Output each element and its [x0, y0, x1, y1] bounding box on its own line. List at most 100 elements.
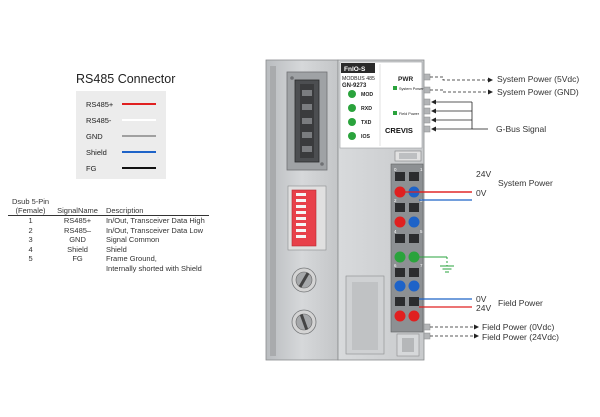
cell-pin: 3 [28, 235, 33, 245]
terminal-number: 6 [394, 263, 397, 268]
cell-pin: 2 [28, 225, 33, 235]
cell-signal: RS485– [63, 225, 92, 235]
line-system-power-gnd [430, 89, 488, 93]
model-line1: MODBUS 485 [342, 76, 375, 82]
terminal-2-red[interactable] [394, 216, 406, 228]
legend-label-gnd: GND [86, 132, 103, 141]
terminal-6-blue[interactable] [394, 280, 406, 292]
gbus-lines [436, 101, 488, 130]
label-field-power-24v: Field Power (24Vdc) [482, 332, 559, 342]
field-power-contacts [423, 323, 431, 340]
terminal-7-blue[interactable] [408, 280, 420, 292]
dsub-screw [290, 76, 294, 80]
terminal-4-green[interactable] [394, 251, 406, 263]
cell-pin: 5 [28, 254, 33, 264]
terminal-number: 0 [394, 167, 397, 172]
arrow-system-power-5v [488, 77, 493, 83]
terminal-slot [395, 268, 405, 277]
dsub-screw [320, 162, 324, 166]
header-signal: SignalName [53, 197, 102, 216]
line-system-power-5v [430, 76, 488, 81]
arrow-system-power-gnd [488, 89, 493, 95]
terminal-0-red[interactable] [394, 186, 406, 198]
rotary-switch-1[interactable] [291, 267, 317, 293]
label-field-power-0v: Field Power (0Vdc) [482, 322, 554, 332]
terminal-9-red[interactable] [408, 310, 420, 322]
rotary-switch-2[interactable] [291, 309, 317, 335]
legend-label-shield: Shield [86, 148, 107, 157]
ground-wiring [419, 256, 454, 273]
terminal-5-green[interactable] [408, 251, 420, 263]
legend-label-fg: FG [86, 164, 97, 173]
label-system-power-gnd: System Power (GND) [497, 87, 579, 97]
terminal-slot [395, 203, 405, 212]
arrow-field-power-24v [474, 333, 479, 339]
gbus-arrows [431, 99, 436, 132]
label-24v-bottom: 24V [476, 303, 491, 313]
led-ios [348, 132, 356, 140]
led-txd [348, 118, 356, 126]
release-latch-grip [399, 153, 417, 159]
dsub-pin [302, 118, 312, 124]
led-rxd [348, 104, 356, 112]
led-ios-label: IOS [361, 134, 370, 140]
dsub-pin [302, 104, 312, 110]
legend-line-gnd [122, 135, 156, 137]
terminal-number: 1 [420, 167, 423, 172]
terminal-slot [395, 172, 405, 181]
legend-line-rs485-plus [122, 103, 156, 105]
terminal-3-blue[interactable] [408, 216, 420, 228]
terminal-slot [395, 234, 405, 243]
pin-table: Dsub 5-Pin(Female) SignalName Descriptio… [8, 197, 209, 274]
terminal-slot [409, 297, 419, 306]
led-mod [348, 90, 356, 98]
cell-pin: 4 [28, 244, 33, 254]
field-power-lines [430, 326, 474, 337]
led-system-power [393, 86, 397, 90]
legend-line-fg [122, 167, 156, 169]
table-row: 1 RS485+ In/Out, Transceiver Data High [8, 216, 209, 226]
label-field-power: Field Power [498, 298, 543, 308]
led-system-power-label: System Power [399, 87, 424, 91]
cell-description: In/Out, Transceiver Data High [105, 216, 205, 225]
table-row: 4 Shield Shield [8, 245, 209, 255]
terminal-slot [409, 234, 419, 243]
legend-label-rs485-plus: RS485+ [86, 100, 114, 109]
pwr-label: PWR [398, 76, 413, 83]
cell-pin: 1 [28, 216, 33, 225]
label-gbus-signal: G-Bus Signal [496, 124, 546, 134]
label-0v-bottom: 0V [476, 294, 487, 304]
terminal-slot [409, 268, 419, 277]
dip-switch-levers [296, 193, 306, 238]
cell-signal: Shield [67, 244, 88, 254]
brand-tag: FnIO-S [344, 66, 366, 73]
label-0v-top: 0V [476, 188, 487, 198]
terminal-number: 5 [420, 229, 423, 234]
led-field-power-label: Field Power [399, 112, 420, 116]
dsub-pin [302, 90, 312, 96]
led-txd-label: TXD [361, 120, 372, 126]
cell-signal: RS485+ [63, 216, 92, 225]
connector-title: RS485 Connector [76, 72, 176, 86]
dsub-pin [302, 146, 312, 152]
cell-signal: GND [69, 235, 86, 245]
dsub-pin [302, 132, 312, 138]
terminal-number: 4 [394, 229, 397, 234]
terminal-8-red[interactable] [394, 310, 406, 322]
terminal-slot [409, 172, 419, 181]
legend-line-shield [122, 151, 156, 153]
model-line2: GN-9273 [342, 83, 367, 89]
cell-description: In/Out, Transceiver Data Low [105, 225, 204, 235]
led-field-power [393, 111, 397, 115]
led-mod-label: MOD [361, 92, 373, 98]
brand-tag-bg [341, 63, 375, 73]
cell-description: Shield [105, 244, 127, 254]
table-header-row: Dsub 5-Pin(Female) SignalName Descriptio… [8, 197, 209, 216]
housing-rail [270, 66, 276, 356]
header-description: Description [101, 197, 209, 216]
led-rxd-label: RXD [361, 106, 372, 112]
system-power-lines [430, 76, 488, 93]
